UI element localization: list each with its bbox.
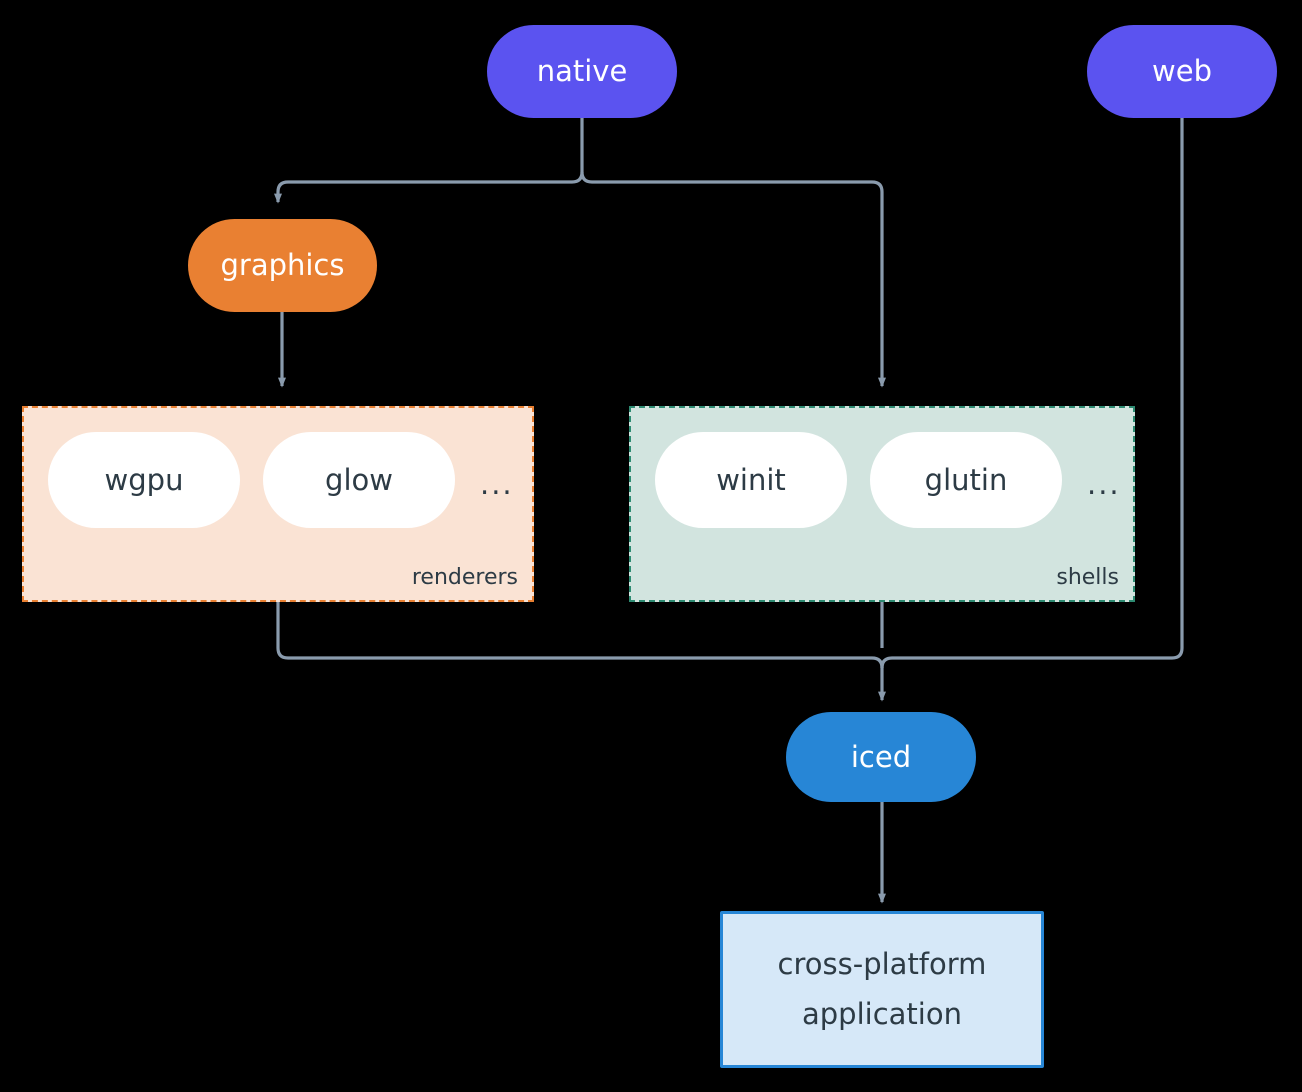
node-native-label: native: [536, 54, 628, 89]
shells-overflow-ellipsis: ...: [1087, 467, 1121, 501]
renderers-overflow-ellipsis: ...: [480, 467, 514, 501]
edge-native-to-graphics: [274, 180, 572, 204]
subnode-wgpu[interactable]: wgpu: [48, 432, 240, 528]
node-iced-label: iced: [850, 739, 912, 774]
edge-native-to-shells: [592, 180, 886, 388]
subnode-glow[interactable]: glow: [263, 432, 455, 528]
subnode-winit-label: winit: [716, 463, 786, 497]
node-web-label: web: [1152, 54, 1212, 89]
subnode-glow-label: glow: [325, 463, 393, 497]
node-application[interactable]: cross-platform application: [720, 911, 1044, 1068]
node-application-line2: application: [802, 996, 962, 1031]
subnode-winit[interactable]: winit: [655, 432, 847, 528]
group-shells-title: shells: [1056, 565, 1119, 590]
edge-web-to-iced: [892, 118, 1184, 660]
node-graphics[interactable]: graphics: [188, 219, 377, 312]
node-iced[interactable]: iced: [786, 712, 976, 802]
subnode-glutin-label: glutin: [924, 463, 1008, 497]
subnode-glutin[interactable]: glutin: [870, 432, 1062, 528]
node-graphics-label: graphics: [220, 248, 345, 283]
subnode-wgpu-label: wgpu: [104, 463, 184, 497]
edge-native-stem-left: [571, 171, 584, 184]
node-application-line1: cross-platform: [777, 947, 987, 982]
node-web[interactable]: web: [1087, 25, 1277, 118]
node-application-label: cross-platform application: [778, 940, 987, 1039]
node-native[interactable]: native: [487, 25, 677, 118]
group-renderers-title: renderers: [411, 565, 518, 590]
edge-renderers-to-iced: [276, 602, 872, 660]
